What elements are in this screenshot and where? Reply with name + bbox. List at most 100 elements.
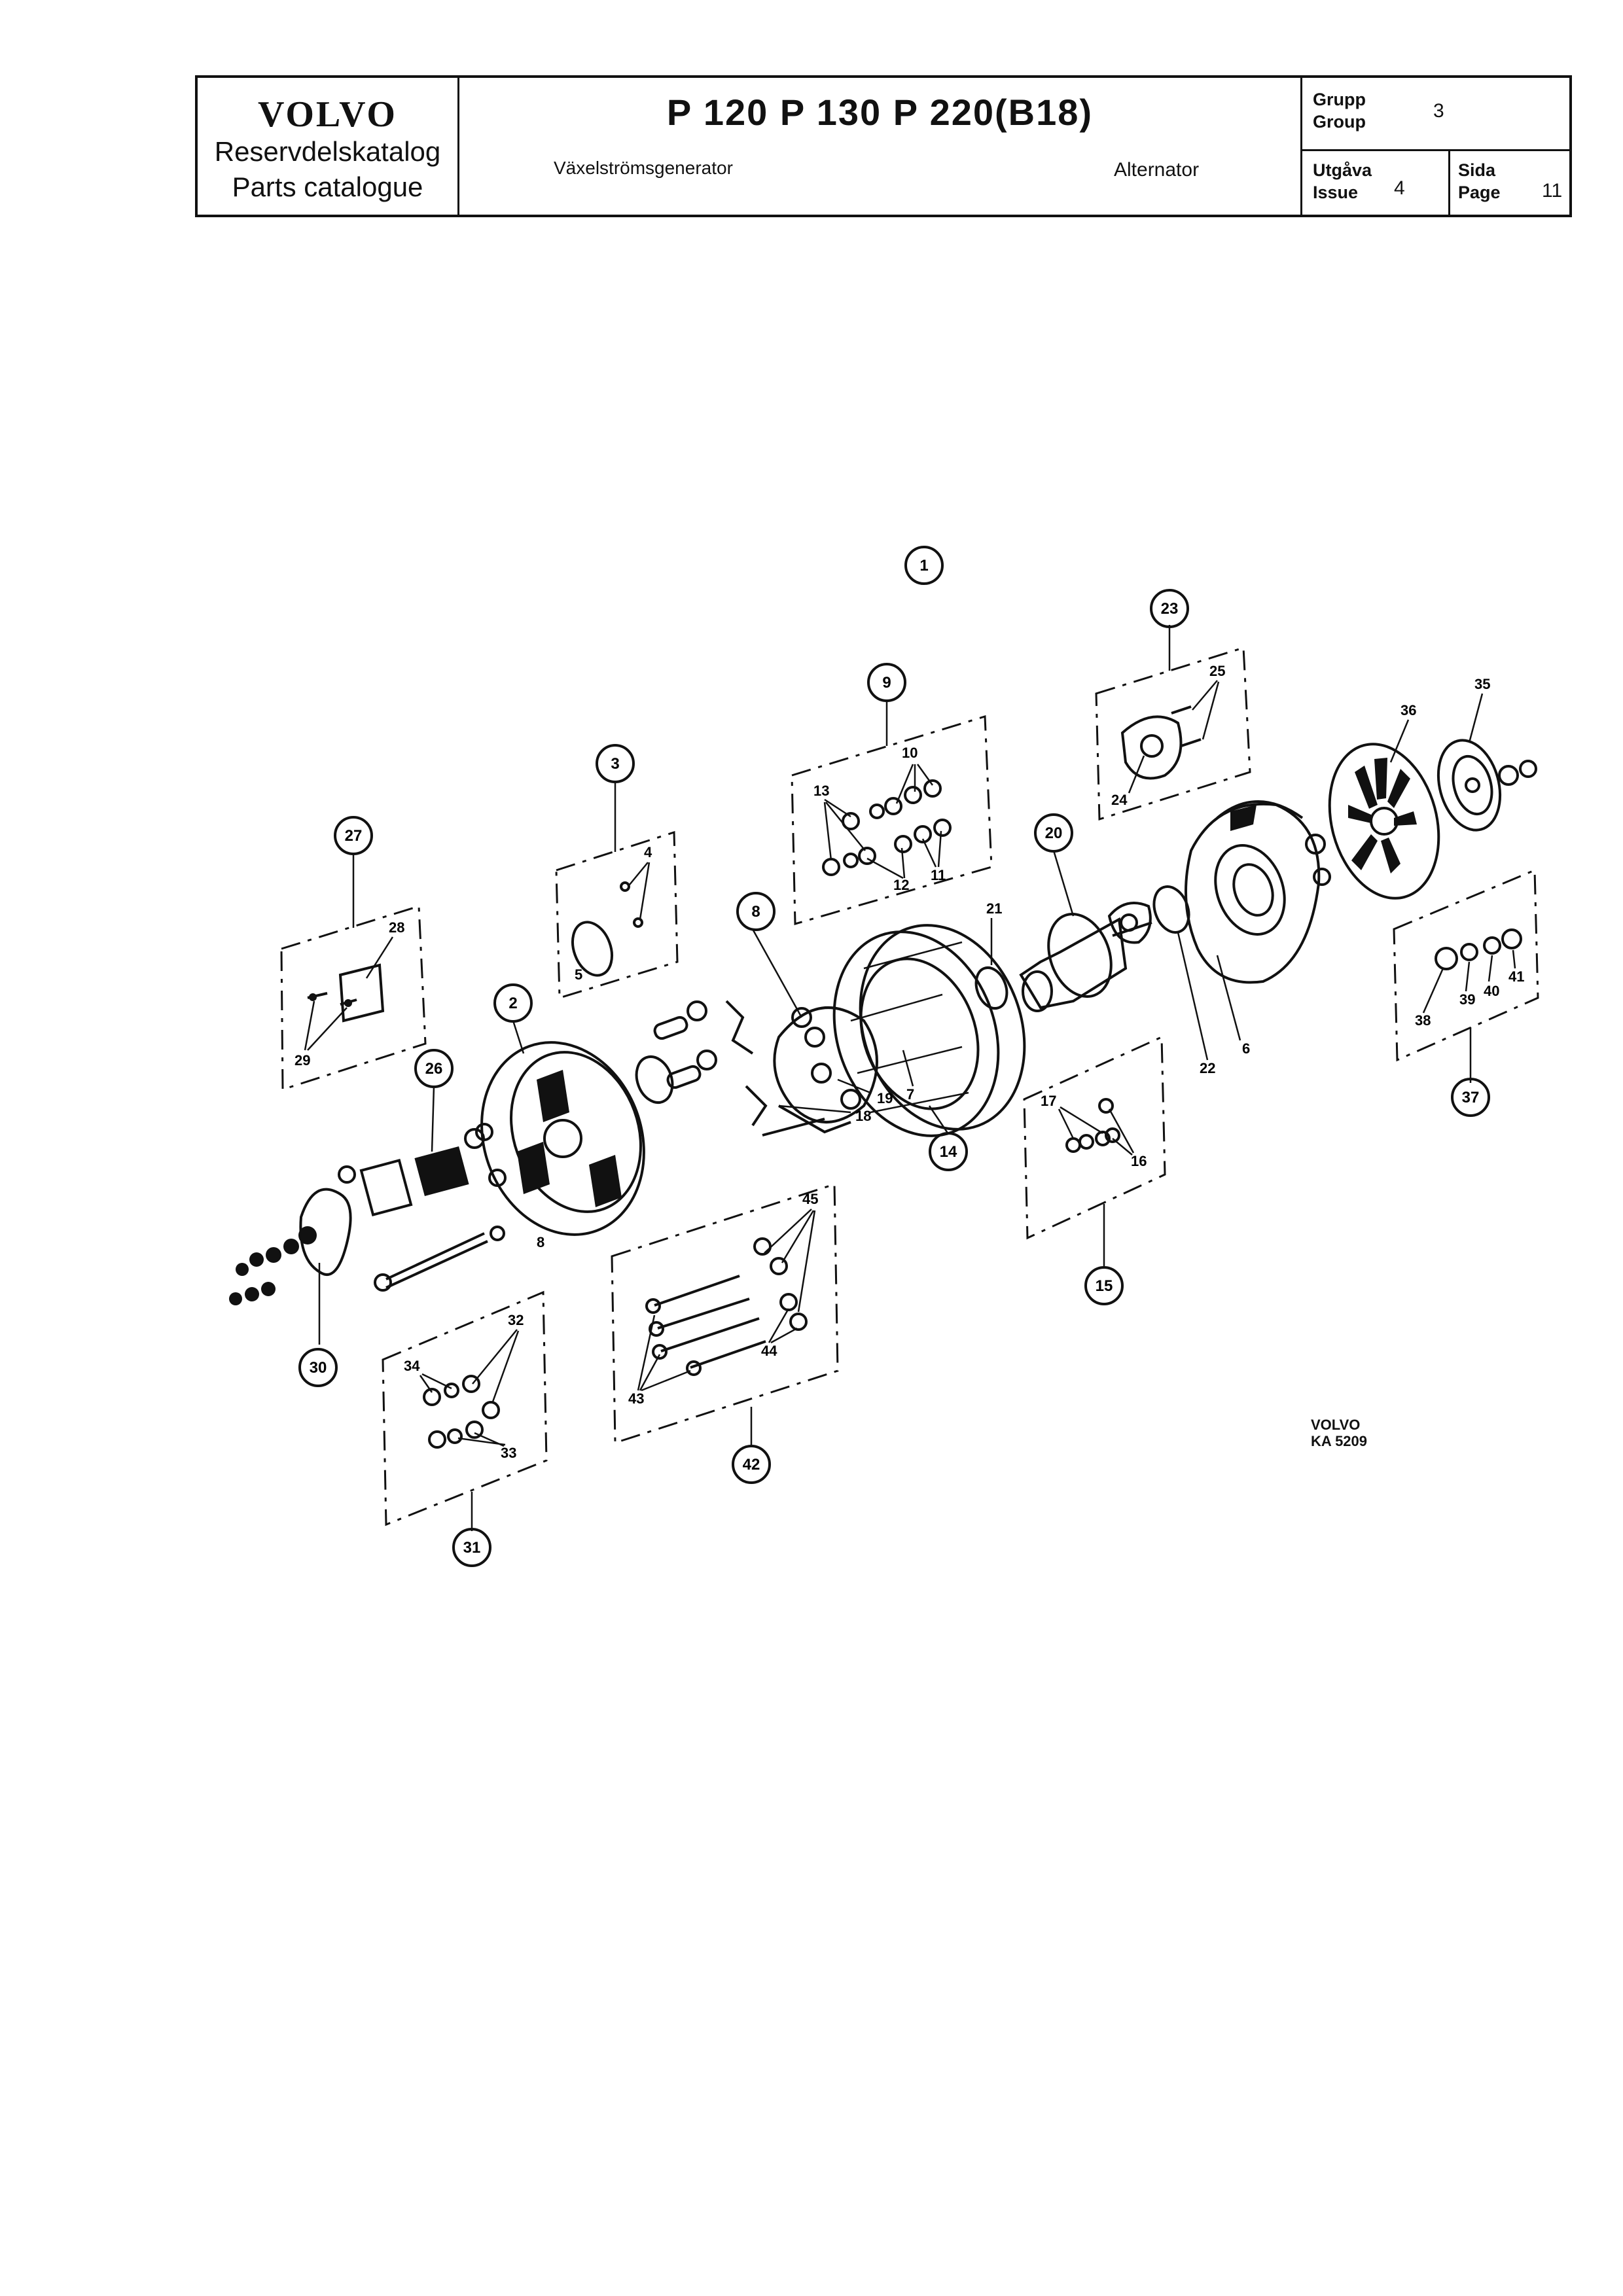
catalog-title-sv: Reservdelskatalog — [214, 136, 441, 167]
ref-circle-23 — [1150, 589, 1189, 628]
part-26-brush-holder — [338, 1128, 485, 1217]
label-10: 10 — [902, 745, 918, 761]
ref-circle-30 — [298, 1348, 338, 1387]
ref-42: 42 — [743, 1456, 760, 1474]
ref-27: 27 — [345, 827, 363, 845]
kit-box-23 — [1095, 646, 1251, 821]
part-20-rotor — [1019, 913, 1152, 1012]
footer-brand: VOLVO — [1311, 1417, 1361, 1433]
part-sleeves — [653, 1000, 717, 1089]
label-21: 21 — [986, 900, 1002, 917]
footer-code: KA 5209 — [1311, 1433, 1368, 1449]
label-29: 29 — [294, 1052, 310, 1069]
group-cell: Grupp Group 3 — [1302, 78, 1569, 151]
label-45: 45 — [802, 1191, 818, 1207]
group-value: 3 — [1433, 100, 1444, 122]
part-35-pulley — [1436, 739, 1537, 832]
label-25: 25 — [1209, 663, 1225, 679]
ref-circle-27 — [334, 816, 373, 855]
label-22: 22 — [1200, 1060, 1215, 1076]
leader-lines — [304, 680, 1516, 1447]
label-11: 11 — [931, 867, 946, 883]
brand-cell: VOLVO Reservdelskatalog Parts catalogue — [198, 78, 459, 215]
part-14-stator — [832, 924, 1026, 1137]
kit-37-contents — [1435, 928, 1522, 970]
kit-box-3 — [555, 830, 679, 1000]
label-44: 44 — [761, 1343, 777, 1359]
page-value: 11 — [1542, 180, 1563, 202]
kit-box-27 — [280, 904, 427, 1091]
label-41: 41 — [1508, 968, 1524, 985]
label-16: 16 — [1131, 1153, 1147, 1169]
label-39: 39 — [1459, 991, 1475, 1008]
label-17: 17 — [1041, 1093, 1056, 1109]
part-30-terminal-plate — [229, 1188, 352, 1305]
ref-20: 20 — [1045, 824, 1063, 842]
part-washer — [1313, 868, 1331, 886]
section-title-sv: Växelströmsgenerator — [554, 158, 733, 178]
label-43: 43 — [628, 1390, 644, 1407]
ref-26: 26 — [425, 1060, 443, 1078]
page-cell: Sida Page 11 — [1450, 151, 1569, 215]
kit-9-contents — [822, 779, 952, 876]
label-5: 5 — [575, 966, 582, 983]
page-label-en: Page — [1458, 183, 1501, 202]
label-33: 33 — [501, 1445, 516, 1461]
kit-box-42 — [611, 1182, 839, 1445]
kit-box-9 — [791, 715, 993, 925]
ref-15: 15 — [1096, 1277, 1113, 1295]
reference-circles: 1 23 9 3 27 20 8 2 26 37 14 15 30 42 31 — [298, 546, 1490, 1567]
section-title-en: Alternator — [1114, 159, 1200, 181]
ref-circle-15 — [1084, 1266, 1124, 1305]
ref-31: 31 — [463, 1539, 481, 1557]
part-21-bearing — [974, 966, 1008, 1010]
group-label-en: Group — [1313, 112, 1366, 132]
part-number-labels: 4 5 28 29 10 13 12 11 25 24 21 35 36 6 2… — [294, 663, 1524, 1461]
kit-15-contents — [1065, 1098, 1120, 1153]
issue-cell: Utgåva Issue 4 — [1302, 151, 1450, 215]
model-list: P 120 P 130 P 220(B18) — [666, 92, 1094, 133]
part-2-slip-ring-housing — [475, 1041, 645, 1236]
ref-8: 8 — [751, 903, 760, 921]
ref-3: 3 — [611, 755, 619, 773]
catalog-title-en: Parts catalogue — [232, 171, 423, 202]
ref-circle-3 — [596, 744, 635, 783]
label-24: 24 — [1111, 792, 1128, 808]
ref-circle-9 — [867, 663, 906, 702]
part-6-drive-end-housing — [1185, 800, 1321, 984]
part-5-ring — [571, 921, 613, 977]
part-24-retainer-plate — [1120, 705, 1202, 780]
label-34: 34 — [404, 1358, 420, 1374]
part-36-fan — [1328, 743, 1440, 900]
part-through-bolt — [374, 1226, 505, 1292]
catalog-header: VOLVO Reservdelskatalog Parts catalogue … — [195, 75, 1572, 217]
label-8: 8 — [537, 1234, 544, 1250]
label-35: 35 — [1474, 676, 1490, 692]
ref-circle-31 — [452, 1528, 491, 1567]
part-18-19-connectors — [725, 1000, 851, 1137]
ref-23: 23 — [1161, 600, 1179, 618]
issue-label-en: Issue — [1313, 183, 1359, 202]
models-cell: P 120 P 130 P 220(B18) Växelströmsgenera… — [459, 78, 1302, 215]
ref-circle-42 — [732, 1445, 771, 1484]
drawing-reference: VOLVO KA 5209 — [1311, 1417, 1367, 1449]
volvo-logo: VOLVO — [258, 94, 397, 135]
ref-2: 2 — [508, 995, 517, 1012]
ref-30: 30 — [310, 1359, 327, 1377]
label-18: 18 — [855, 1108, 871, 1124]
kit-31-contents — [423, 1375, 500, 1449]
ref-circle-8 — [736, 892, 776, 931]
ref-circle-37 — [1451, 1078, 1490, 1117]
label-12: 12 — [893, 877, 909, 893]
ref-37: 37 — [1462, 1089, 1480, 1106]
ref-1: 1 — [919, 557, 928, 574]
label-7: 7 — [906, 1086, 914, 1103]
part-o-ring — [635, 1055, 674, 1104]
label-32: 32 — [508, 1312, 524, 1328]
kit-27-contents — [307, 963, 385, 1023]
kit-box-31 — [382, 1290, 548, 1527]
page-label-sv: Sida — [1458, 160, 1496, 180]
label-4: 4 — [644, 844, 652, 860]
ref-9: 9 — [882, 674, 891, 692]
